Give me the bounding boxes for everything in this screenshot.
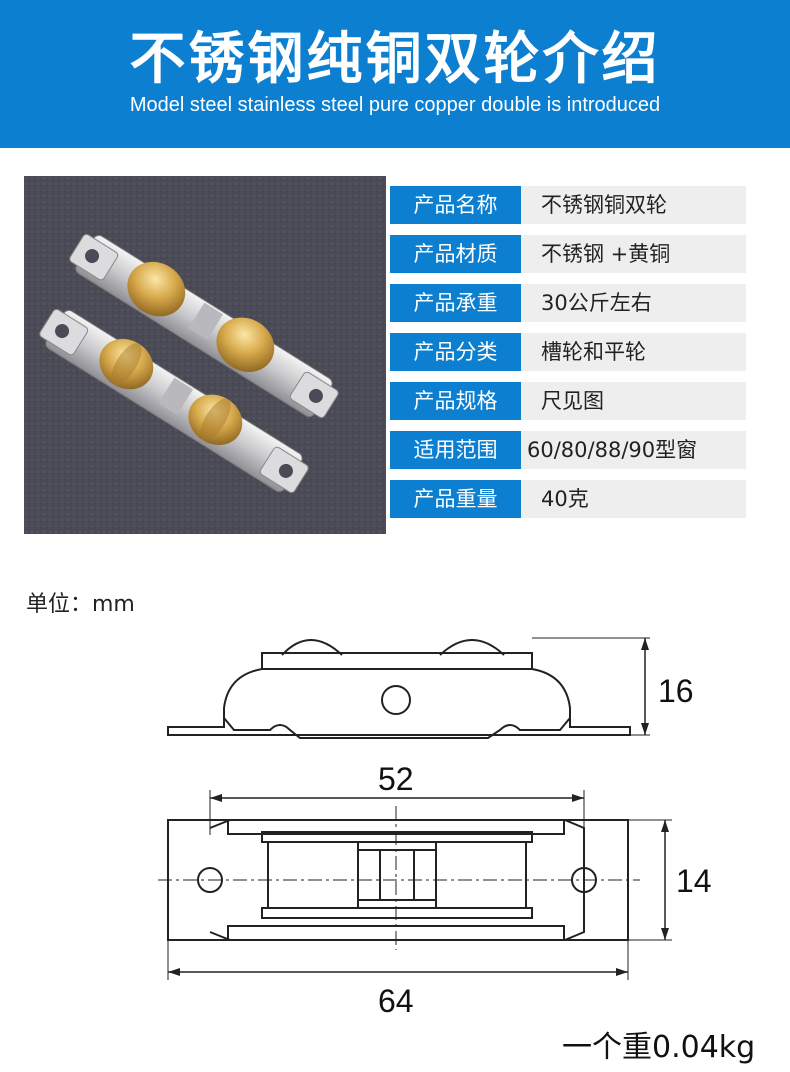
spec-value: 不锈钢铜双轮 [521,186,746,224]
page-title: 不锈钢纯铜双轮介绍 [129,27,661,92]
spec-value: 60/80/88/90型窗 [521,431,746,469]
top-wheel-left [267,841,359,909]
technical-drawing: 16 52 14 64 [158,637,712,1019]
side-base-plate [167,715,631,739]
side-body-left [223,668,263,727]
weight-note: 一个重0.04kg [562,1030,756,1065]
spec-row-load: 产品承重 30公斤左右 [390,284,746,322]
spec-value: 30公斤左右 [521,284,746,322]
product-photo [24,176,386,534]
top-rail-inner-upper [261,831,533,843]
header-banner: 不锈钢纯铜双轮介绍 Model steel stainless steel pu… [0,0,790,148]
spec-value: 槽轮和平轮 [521,333,746,371]
dim-height-label: 16 [658,673,694,709]
side-top-plate [261,652,533,670]
top-axle-block [357,849,437,901]
spec-row-category: 产品分类 槽轮和平轮 [390,333,746,371]
side-wheel-right [439,639,505,656]
dim-inner-length-label: 52 [378,761,414,797]
spec-label: 产品规格 [390,382,521,420]
spec-label: 产品分类 [390,333,521,371]
spec-row-weight: 产品重量 40克 [390,480,746,518]
spec-row-material: 产品材质 不锈钢 +黄铜 [390,235,746,273]
spec-row-name: 产品名称 不锈钢铜双轮 [390,186,746,224]
top-wheel-right [435,841,527,909]
spec-label: 产品材质 [390,235,521,273]
spec-label: 产品重量 [390,480,521,518]
spec-label: 产品承重 [390,284,521,322]
unit-label: 单位：mm [26,592,135,617]
page-subtitle: Model steel stainless steel pure copper … [129,94,661,116]
spec-value: 不锈钢 +黄铜 [521,235,746,273]
side-mount-hole [381,685,411,715]
spec-value: 40克 [521,480,746,518]
spec-row-size: 产品规格 尺见图 [390,382,746,420]
dim-total-length-label: 64 [378,983,414,1019]
side-body-right [531,668,571,727]
product-illustration [24,176,386,534]
spec-value: 尺见图 [521,382,746,420]
side-wheel-left [281,639,343,656]
spec-label: 适用范围 [390,431,521,469]
top-rail-inner-lower [261,907,533,919]
spec-label: 产品名称 [390,186,521,224]
spec-row-scope: 适用范围 60/80/88/90型窗 [390,431,746,469]
dim-width-label: 14 [676,863,712,899]
